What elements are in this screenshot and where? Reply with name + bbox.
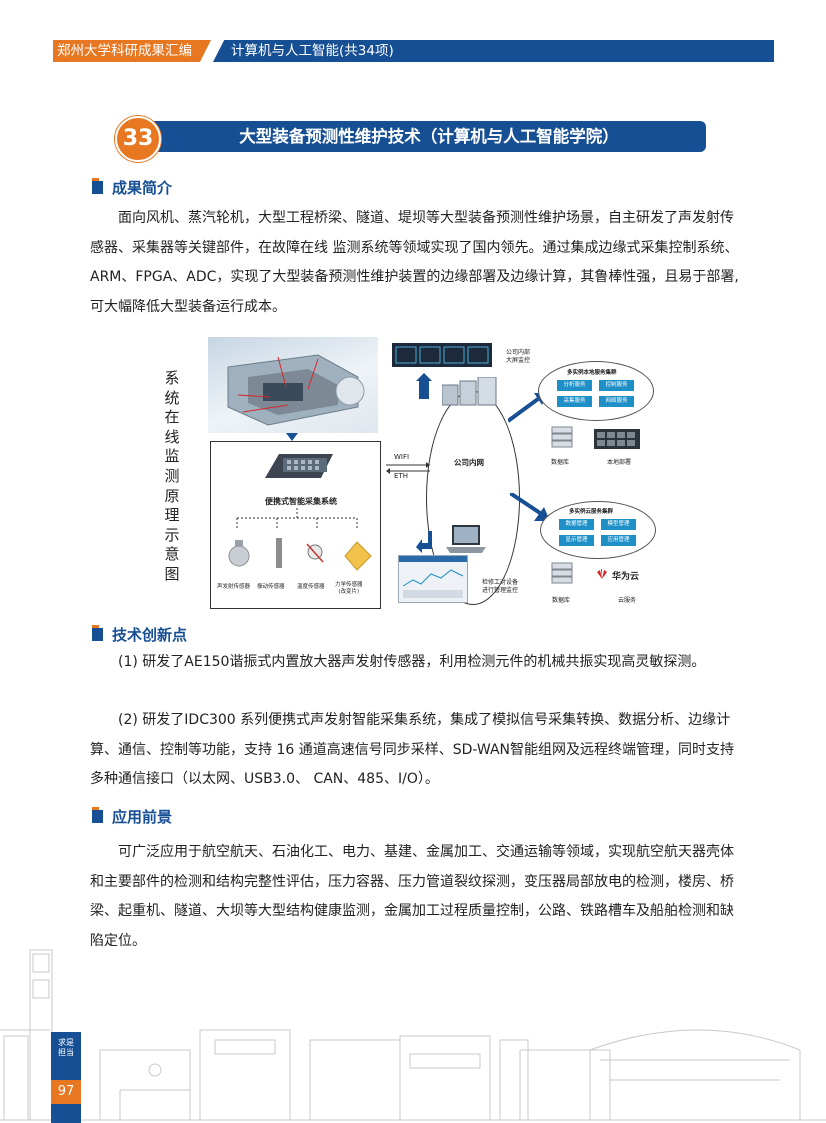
collection-title: 郑州大学科研成果汇编 (53, 40, 211, 62)
page-number: 97 (51, 1080, 81, 1104)
section-marker-icon (92, 806, 103, 823)
category-title: 计算机与人工智能(共34项) (213, 40, 774, 62)
database-icon (551, 426, 573, 448)
section-title: 应用前景 (112, 807, 173, 826)
sensor-label: 温度传感器 (297, 584, 325, 590)
innovation-text-2: (2) 研发了IDC300 系列便携式声发射智能采集系统，集成了模拟信号采集转换… (90, 712, 734, 787)
section-title: 技术创新点 (112, 625, 188, 644)
cloud-cluster-title: 多实例云服务集群 (569, 509, 614, 515)
section-marker-icon (92, 177, 103, 194)
innovation-text-1: (1) 研发了AE150谐振式内置放大器声发射传感器，利用检测元件的机械共振实现… (118, 654, 706, 670)
application-paragraph: 可广泛应用于航空航天、石油化工、电力、基建、金属加工、交通运输等领域，实现航空航… (90, 838, 742, 956)
cloud-cluster: 多实例云服务集群 数据管理 模型管理 显示管理 应用管理 (540, 501, 656, 559)
database-icon (551, 562, 573, 584)
innovation-paragraph-1: (1) 研发了AE150谐振式内置放大器声发射传感器，利用检测元件的机械共振实现… (90, 648, 742, 678)
link-arrows (386, 462, 430, 474)
sensor-label: 力学传感器 (改变片) (335, 582, 363, 595)
service-chip: 数据管理 (559, 519, 594, 530)
top-banner: 郑州大学科研成果汇编 计算机与人工智能(共34项) (53, 40, 774, 62)
collector-label: 便携式智能采集系统 (265, 497, 337, 506)
sensor-icons (228, 538, 372, 571)
sensor-label: 声发射传感器 (217, 584, 251, 590)
section-title: 成果简介 (112, 178, 173, 197)
local-cluster-title: 多实例本地服务集群 (567, 370, 617, 376)
terminal-label: 检修工对设备 进行管理监控 (482, 579, 519, 594)
eth-label: ETH (394, 472, 408, 480)
intro-text: 面向风机、蒸汽轮机，大型工程桥梁、隧道、堤坝等大型装备预测性维护场景，自主研发了… (90, 210, 739, 315)
sensor-label: 振动传感器 (257, 584, 285, 590)
laptop-icon (446, 525, 486, 553)
service-chip: 网络服务 (599, 396, 634, 407)
section-heading-innovation: 技术创新点 (92, 624, 187, 644)
intro-paragraph: 面向风机、蒸汽轮机，大型工程桥梁、隧道、堤坝等大型装备预测性维护场景，自主研发了… (90, 204, 742, 322)
system-diagram: 系统在线监测原理示意图 便携式智能采集系统 (160, 333, 670, 611)
service-chip: 控制服务 (599, 380, 634, 391)
service-chip: 应用管理 (601, 535, 636, 546)
project-title: 大型装备预测性维护技术（计算机与人工智能学院） (140, 121, 706, 152)
big-screen-content (395, 346, 489, 364)
arrow-up-icon (416, 373, 432, 399)
campus-buildings-illustration (0, 949, 826, 1121)
local-server-icon (594, 429, 640, 449)
huawei-cloud-brand: 华为云 (612, 572, 640, 582)
local-server-label: 本地部署 (607, 459, 632, 466)
arrow-down-left-icon (416, 531, 436, 553)
page-tab (51, 1032, 81, 1123)
local-db-label: 数据库 (551, 459, 570, 466)
wind-turbine-image (208, 337, 378, 433)
service-chip: 采集服务 (557, 396, 592, 407)
software-chart (399, 556, 467, 598)
huawei-logo-icon (597, 569, 607, 579)
service-chip: 模型管理 (601, 519, 636, 530)
monitoring-software-screenshot (398, 555, 468, 603)
service-chip: 分析服务 (557, 380, 592, 391)
diagram-vertical-title: 系统在线监测原理示意图 (164, 369, 180, 583)
big-screen-label: 公司内部 大屏监控 (506, 349, 531, 364)
cloud-db-label: 数据库 (552, 597, 571, 604)
collector-device-icon (265, 454, 333, 478)
arrow-down-icon (286, 433, 298, 441)
wifi-label: WIFI (394, 453, 410, 461)
section-marker-icon (92, 624, 103, 641)
innovation-paragraph-2: (2) 研发了IDC300 系列便携式声发射智能采集系统，集成了模拟信号采集转换… (90, 706, 742, 795)
section-heading-intro: 成果简介 (92, 177, 172, 197)
network-label: 公司内网 (454, 458, 484, 467)
service-chip: 显示管理 (559, 535, 594, 546)
arrow-to-cloud-icon (510, 493, 550, 521)
distribution-lines (236, 508, 358, 528)
project-number-badge: 33 (115, 116, 161, 162)
slogan: 求是担当 (58, 1038, 74, 1057)
server-rack-icon (442, 377, 497, 406)
collector-box: 便携式智能采集系统 声发射传感器 振动传感器 温度传感器 力学传感器 (改变片) (210, 441, 381, 609)
section-heading-application: 应用前景 (92, 806, 172, 826)
local-cluster: 多实例本地服务集群 分析服务 控制服务 采集服务 网络服务 (538, 361, 654, 421)
application-text: 可广泛应用于航空航天、石油化工、电力、基建、金属加工、交通运输等领域，实现航空航… (90, 844, 734, 949)
cloud-server-label: 云服务 (618, 597, 637, 604)
